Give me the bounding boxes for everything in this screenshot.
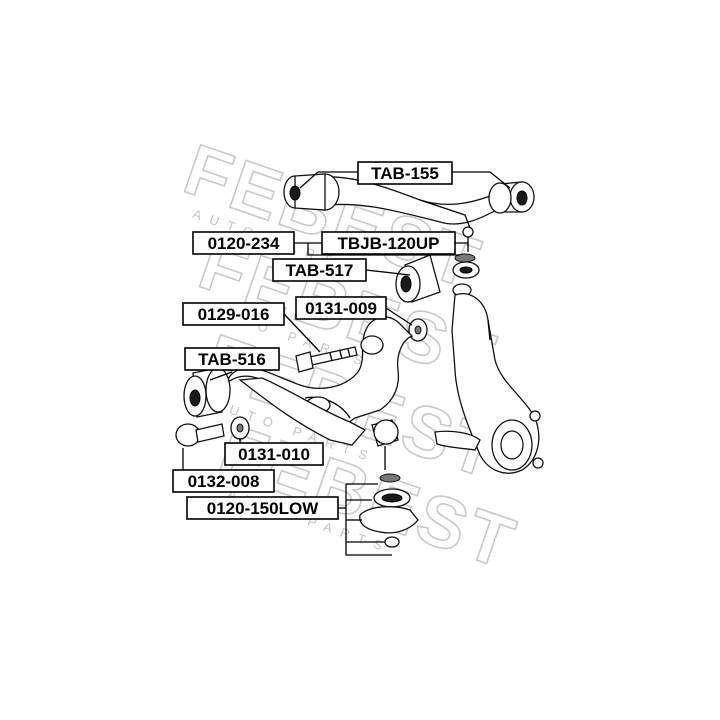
label-tab-516: TAB-516 bbox=[184, 347, 280, 371]
label-text: TBJB-120UP bbox=[337, 234, 439, 253]
label-0120-234: 0120-234 bbox=[192, 231, 295, 255]
lower-control-arm bbox=[227, 316, 414, 446]
label-0131-010: 0131-010 bbox=[224, 442, 324, 466]
upper-arm-bushing-left bbox=[283, 173, 340, 211]
label-text: TAB-516 bbox=[198, 350, 266, 369]
bolt-0129-016 bbox=[295, 346, 358, 373]
cam-bolt-0132-008 bbox=[175, 423, 225, 447]
label-0131-009: 0131-009 bbox=[295, 296, 387, 320]
label-text: 0120-150LOW bbox=[207, 499, 319, 518]
label-text: 0120-234 bbox=[208, 234, 280, 253]
upper-arm-bushing-right bbox=[488, 181, 535, 214]
cam-washer-0131-009 bbox=[408, 318, 428, 342]
label-text: 0132-008 bbox=[188, 472, 260, 491]
label-0132-008: 0132-008 bbox=[172, 469, 275, 493]
label-text: 0131-009 bbox=[305, 299, 377, 318]
cam-washer-0131-010 bbox=[230, 416, 250, 440]
label-text: 0129-016 bbox=[198, 305, 270, 324]
bushing-tab-517 bbox=[395, 254, 441, 303]
label-0129-016: 0129-016 bbox=[182, 302, 285, 326]
leader-lines bbox=[182, 171, 511, 556]
label-tbjb-120up: TBJB-120UP bbox=[321, 231, 456, 255]
label-0120-150low: 0120-150LOW bbox=[186, 496, 339, 520]
label-text: TAB-155 bbox=[371, 164, 439, 183]
label-text: 0131-010 bbox=[238, 445, 310, 464]
label-tab-517: TAB-517 bbox=[272, 258, 367, 282]
upper-ball-joint bbox=[452, 253, 480, 297]
label-tab-155: TAB-155 bbox=[357, 161, 453, 185]
steering-knuckle bbox=[434, 293, 544, 474]
label-text: TAB-517 bbox=[286, 261, 354, 280]
